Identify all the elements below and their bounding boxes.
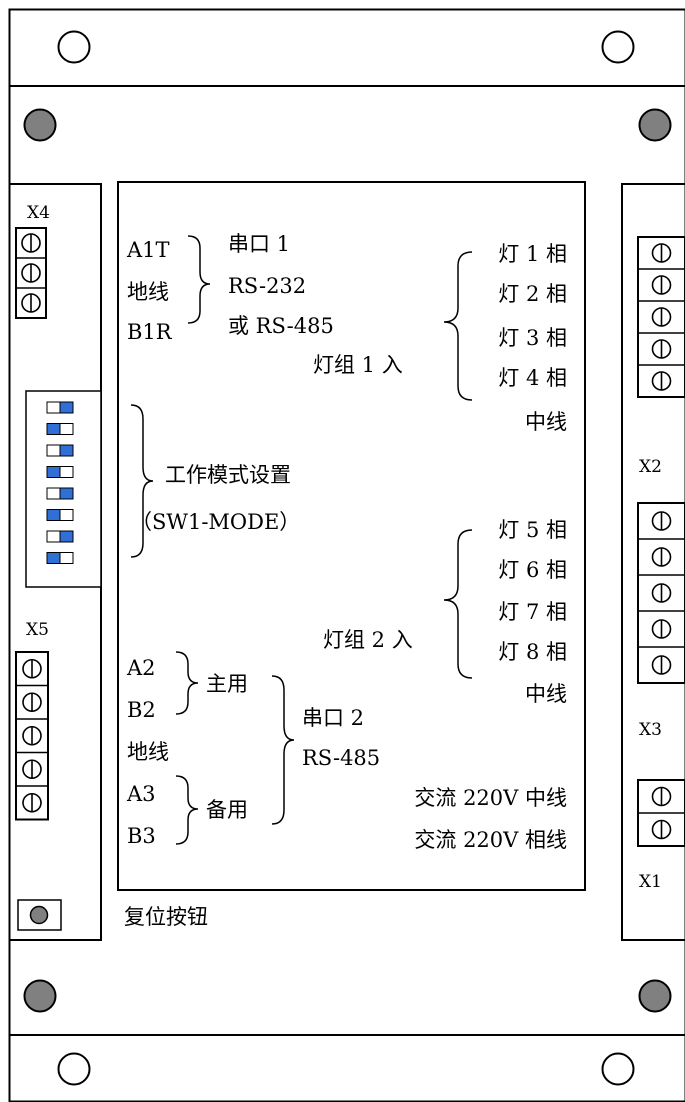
dip-switch-5[interactable]: [46, 487, 74, 500]
dip-switch-6[interactable]: [46, 509, 74, 521]
lamp-group2-brace: [443, 529, 473, 679]
x3-terminal-3-screw-icon: [651, 583, 672, 603]
x1-terminal-1-screw-icon: [651, 786, 672, 807]
x4-terminal-1-screw-icon: [21, 233, 41, 253]
terminal-block-x3: [637, 502, 685, 684]
center-label-box: [117, 181, 586, 891]
serial2-title: 串口 2: [302, 706, 365, 730]
lamp-group2-item-5: 灯 5 相: [498, 518, 567, 542]
ac-neutral-label: 交流 220V 中线: [414, 786, 567, 810]
x3-terminal-4-screw-icon: [651, 619, 672, 639]
mode-brace: [130, 404, 154, 558]
terminal-block-x2: [637, 236, 685, 398]
lamp-group1-item-3: 灯 3 相: [498, 326, 567, 350]
reset-button-label: 复位按钮: [124, 905, 208, 929]
serial1-pin-b1r: B1R: [127, 320, 172, 344]
x4-terminal-2-screw-icon: [21, 263, 41, 283]
x2-terminal-4-screw-icon: [651, 339, 672, 359]
right-side-panel: [621, 183, 685, 941]
lamp-group2-item-6: 灯 6 相: [498, 558, 567, 582]
lamp-group2-item-7: 灯 7 相: [498, 600, 567, 624]
ac-phase-label: 交流 220V 相线: [414, 828, 567, 852]
screw-top-left: [23, 108, 57, 142]
x3-terminal-2-screw-icon: [651, 547, 672, 567]
lamp-group1-label: 灯组 1 入: [313, 353, 403, 377]
lamp-group1-item-1: 灯 1 相: [498, 242, 567, 266]
x1-terminal-2-screw-icon: [651, 819, 672, 840]
screw-bottom-left: [23, 979, 57, 1013]
serial2-primary-label: 主用: [206, 672, 248, 696]
reset-button[interactable]: [29, 905, 49, 925]
serial1-pin-a1t: A1T: [127, 238, 170, 262]
dip-switch-4[interactable]: [46, 466, 74, 478]
x5-terminal-2-screw-icon: [22, 692, 42, 713]
x2-terminal-3-screw-icon: [651, 307, 672, 327]
mode-subtitle: （SW1-MODE）: [131, 510, 301, 534]
connector-label-x4: X4: [27, 203, 50, 223]
mounting-hole-top-right: [601, 30, 635, 64]
connector-label-x3: X3: [639, 720, 662, 740]
lamp-group1-item-4: 灯 4 相: [498, 366, 567, 390]
serial2-pin-b2: B2: [127, 698, 156, 722]
mode-title: 工作模式设置: [165, 463, 291, 487]
lamp-group1-neutral: 中线: [525, 410, 567, 434]
serial1-pin-ground: 地线: [127, 280, 169, 304]
lamp-group2-label: 灯组 2 入: [323, 628, 413, 652]
connector-label-x5: X5: [26, 620, 49, 640]
terminal-block-x1: [637, 779, 685, 847]
serial1-type-rs232: RS-232: [228, 274, 307, 298]
serial2-type: RS-485: [302, 746, 381, 770]
dip-switch-7[interactable]: [46, 530, 74, 543]
screw-top-right: [638, 108, 672, 142]
serial2-brace: [271, 675, 295, 825]
serial2-pin-a3: A3: [127, 782, 156, 806]
x5-terminal-5-screw-icon: [22, 792, 42, 813]
serial1-type-rs485: 或 RS-485: [228, 314, 334, 338]
x3-terminal-5-screw-icon: [651, 655, 672, 675]
screw-bottom-right: [638, 979, 672, 1013]
x2-terminal-1-screw-icon: [651, 243, 672, 263]
x5-terminal-4-screw-icon: [22, 759, 42, 780]
lamp-group2-neutral: 中线: [525, 682, 567, 706]
serial2-pin-ground: 地线: [127, 740, 169, 764]
x5-terminal-3-screw-icon: [22, 725, 42, 746]
mounting-hole-bottom-right: [601, 1052, 635, 1086]
x3-terminal-1-screw-icon: [651, 511, 672, 531]
mounting-hole-bottom-left: [57, 1052, 91, 1086]
dip-switch-8[interactable]: [46, 552, 74, 564]
lamp-group1-brace: [443, 251, 473, 401]
dip-switch-3[interactable]: [46, 444, 74, 457]
x2-terminal-5-screw-icon: [651, 371, 672, 391]
dip-switch-2[interactable]: [46, 423, 74, 435]
x5-terminal-1-screw-icon: [22, 658, 42, 679]
serial2-pin-a2: A2: [127, 656, 156, 680]
serial2-primary-brace: [175, 651, 199, 715]
serial1-brace: [187, 235, 211, 324]
serial2-backup-label: 备用: [206, 798, 248, 822]
lamp-group1-item-2: 灯 2 相: [498, 282, 567, 306]
mounting-hole-top-left: [57, 30, 91, 64]
serial2-backup-brace: [175, 775, 199, 845]
enclosure-outline: [8, 8, 685, 1102]
serial2-pin-b3: B3: [127, 824, 156, 848]
lamp-group2-item-8: 灯 8 相: [498, 640, 567, 664]
connector-label-x1: X1: [639, 872, 662, 892]
dip-switch-bank: [46, 401, 74, 564]
connector-label-x2: X2: [639, 457, 662, 477]
terminal-block-x5: [15, 651, 49, 821]
terminal-block-x4: [15, 227, 47, 319]
serial1-title: 串口 1: [228, 232, 291, 256]
x4-terminal-3-screw-icon: [21, 293, 41, 313]
dip-switch-1[interactable]: [46, 401, 74, 414]
x2-terminal-2-screw-icon: [651, 275, 672, 295]
